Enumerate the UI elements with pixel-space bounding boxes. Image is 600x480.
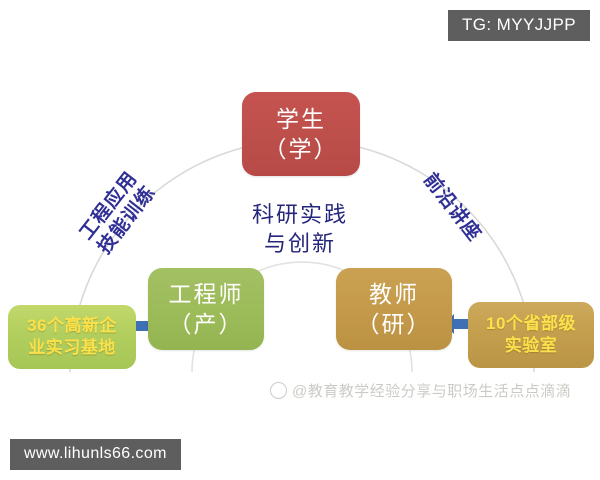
- node-bases-line1: 36个高新企: [27, 315, 117, 335]
- watermark-text: @教育教学经验分享与职场生活点点滴滴: [292, 382, 572, 400]
- url-badge: www.lihunls66.com: [10, 439, 181, 470]
- node-teacher-line1: 教师: [369, 280, 419, 307]
- node-engineer[interactable]: 工程师 （产）: [148, 268, 264, 350]
- node-teacher[interactable]: 教师 （研）: [336, 268, 452, 350]
- url-badge-label: www.lihunls66.com: [24, 445, 167, 462]
- watermark: @教育教学经验分享与职场生活点点滴滴: [270, 378, 590, 402]
- watermark-badge-icon: [270, 381, 287, 399]
- center-label-line1: 科研实践: [251, 202, 348, 227]
- node-internship-bases[interactable]: 36个高新企 业实习基地: [8, 305, 136, 369]
- tg-badge-label: TG: MYYJJPP: [462, 15, 576, 34]
- node-labs-line1: 10个省部级: [486, 313, 576, 333]
- center-label: 科研实践 与创新: [0, 200, 600, 259]
- tg-badge: TG: MYYJJPP: [448, 10, 590, 41]
- node-student-line2: （学）: [263, 136, 339, 162]
- center-label-line2: 与创新: [263, 231, 336, 257]
- node-bases-line2: 业实习基地: [28, 338, 116, 357]
- node-student-line1: 学生: [276, 105, 326, 132]
- node-provincial-labs[interactable]: 10个省部级 实验室: [468, 302, 594, 368]
- node-student[interactable]: 学生 （学）: [242, 92, 360, 176]
- node-teacher-line2: （研）: [356, 311, 432, 337]
- node-labs-line2: 实验室: [504, 336, 558, 355]
- node-engineer-line2: （产）: [168, 311, 244, 337]
- node-engineer-line1: 工程师: [168, 280, 244, 307]
